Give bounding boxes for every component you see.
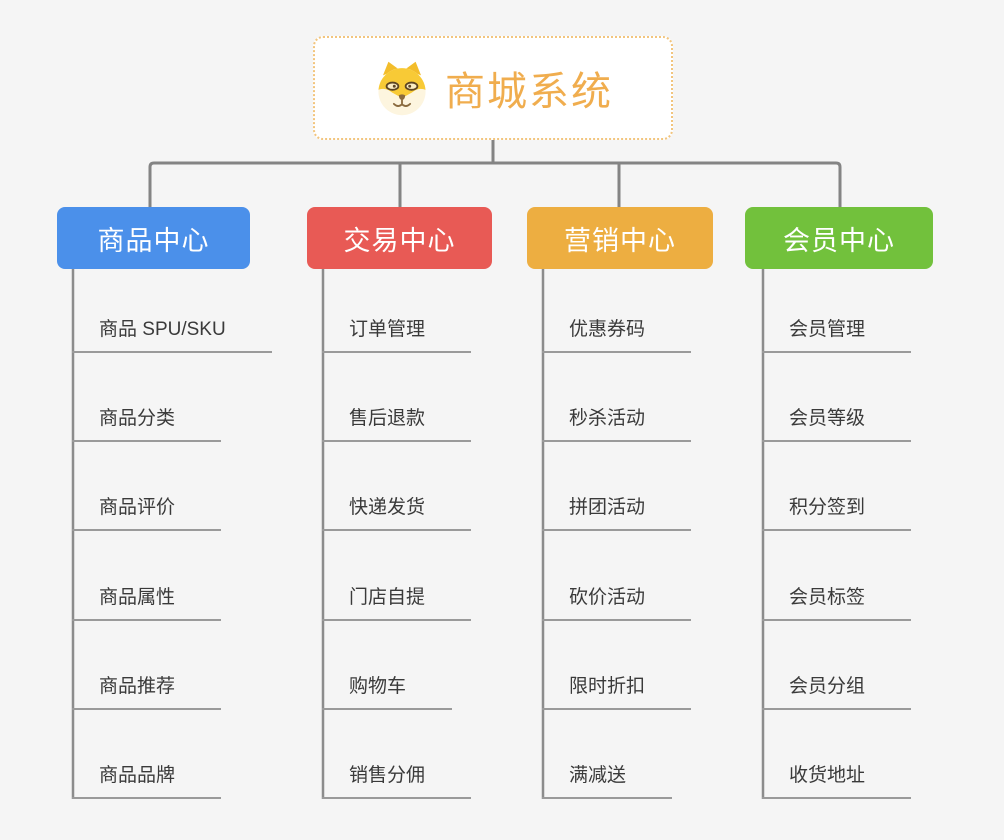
topic-item[interactable]: 订单管理 bbox=[322, 315, 472, 353]
topic-item[interactable]: 商品分类 bbox=[72, 404, 222, 442]
branch-node-member-center[interactable]: 会员中心 bbox=[745, 207, 933, 269]
branch-children-marketing-center: 优惠券码 秒杀活动 拼团活动 砍价活动 限时折扣 满减送 bbox=[542, 0, 802, 840]
branch-node-trade-center[interactable]: 交易中心 bbox=[307, 207, 492, 269]
root-node[interactable]: 商城系统 bbox=[313, 36, 673, 140]
topic-item[interactable]: 商品品牌 bbox=[72, 761, 222, 799]
topic-item[interactable]: 秒杀活动 bbox=[542, 404, 692, 442]
topic-item[interactable]: 会员等级 bbox=[762, 404, 912, 442]
branch-children-trade-center: 订单管理 售后退款 快递发货 门店自提 购物车 销售分佣 bbox=[322, 0, 582, 840]
topic-item[interactable]: 收货地址 bbox=[762, 761, 912, 799]
branch-children-member-center: 会员管理 会员等级 积分签到 会员标签 会员分组 收货地址 bbox=[762, 0, 1004, 840]
topic-item[interactable]: 会员分组 bbox=[762, 672, 912, 710]
topic-item[interactable]: 满减送 bbox=[542, 761, 673, 799]
topic-item[interactable]: 会员标签 bbox=[762, 583, 912, 621]
topic-item[interactable]: 门店自提 bbox=[322, 583, 472, 621]
topic-item[interactable]: 拼团活动 bbox=[542, 493, 692, 531]
branch-label: 营销中心 bbox=[564, 225, 676, 256]
topic-item[interactable]: 购物车 bbox=[322, 672, 453, 710]
branch-label: 商品中心 bbox=[97, 225, 210, 256]
branch-node-product-center[interactable]: 商品中心 bbox=[57, 207, 250, 269]
branch-node-marketing-center[interactable]: 营销中心 bbox=[527, 207, 713, 269]
topic-item[interactable]: 优惠券码 bbox=[542, 315, 692, 353]
topic-item[interactable]: 快递发货 bbox=[322, 493, 472, 531]
topic-item[interactable]: 会员管理 bbox=[762, 315, 912, 353]
topic-item[interactable]: 商品属性 bbox=[72, 583, 222, 621]
topic-item[interactable]: 商品 SPU/SKU bbox=[72, 315, 272, 353]
topic-item[interactable]: 销售分佣 bbox=[322, 761, 472, 799]
root-node-title: 商城系统 bbox=[445, 70, 613, 114]
branch-label: 会员中心 bbox=[783, 225, 895, 256]
topic-item[interactable]: 砍价活动 bbox=[542, 583, 692, 621]
topic-item[interactable]: 限时折扣 bbox=[542, 672, 692, 710]
dog-face-icon bbox=[378, 61, 426, 116]
topic-item[interactable]: 商品评价 bbox=[72, 493, 222, 531]
topic-item[interactable]: 售后退款 bbox=[322, 404, 472, 442]
topic-item[interactable]: 商品推荐 bbox=[72, 672, 222, 710]
branch-children-product-center: 商品 SPU/SKU 商品分类 商品评价 商品属性 商品推荐 商品品牌 bbox=[72, 0, 332, 840]
topic-item[interactable]: 积分签到 bbox=[762, 493, 912, 531]
branch-label: 交易中心 bbox=[343, 225, 456, 256]
